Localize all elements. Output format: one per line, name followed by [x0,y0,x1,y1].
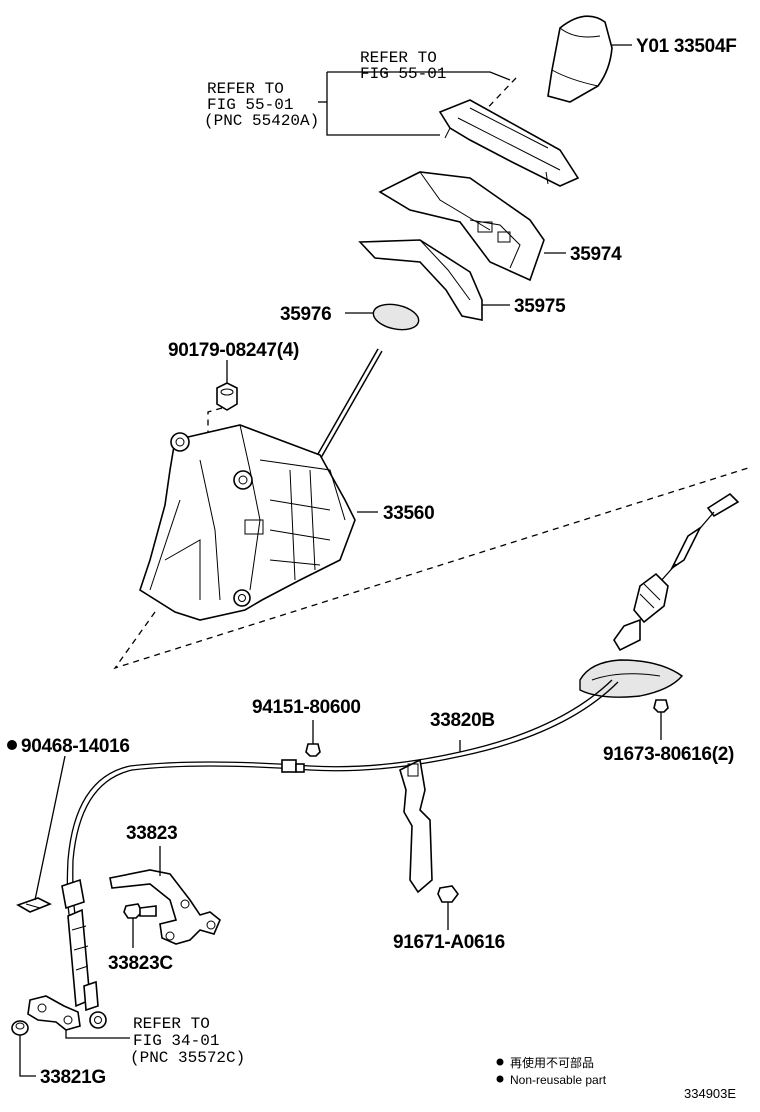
ref-a-line1: REFER TO [360,49,437,67]
label-35975: 35975 [514,296,566,317]
label-33821g: 33821G [40,1067,106,1088]
shift-lever-assembly-33560[interactable] [139,348,383,621]
diagram-code: 334903E [684,1086,736,1101]
leader-ref-c [65,1030,130,1039]
leader-90468 [34,755,66,901]
ref-c-line2: FIG 34-01 [133,1032,219,1050]
label-91673: 91673-80616(2) [603,744,734,765]
cover-35975[interactable] [358,239,483,321]
label-33560: 33560 [383,503,434,524]
bolt-91673[interactable] [653,699,669,720]
ref-b-line2: FIG 55-01 [207,96,293,114]
nut-90179[interactable] [216,382,238,411]
cable-clamp[interactable] [281,759,305,773]
label-33823c: 33823C [108,953,173,974]
label-90468: 90468-14016 [21,736,130,757]
shift-knob[interactable] [547,15,613,103]
shift-cable[interactable] [66,679,613,921]
legend-line2: Non-reusable part [510,1073,607,1087]
console-panel[interactable] [438,99,580,187]
ref-c-line3: (PNC 35572C) [130,1049,245,1067]
label-94151: 94151-80600 [252,697,361,718]
indicator-housing-35974[interactable] [378,171,545,282]
label-33820b: 33820B [430,710,495,731]
ref-c-line1: REFER TO [133,1015,210,1033]
ref-b-line1: REFER TO [207,80,284,98]
shift-cable-outer [72,681,619,921]
cable-bracket-center[interactable] [399,758,433,894]
bolt-91671[interactable] [437,885,459,912]
leader-33821g [19,1035,36,1077]
label-33823: 33823 [126,823,177,844]
non-reusable-mark [7,740,17,750]
ref-b-line3: (PNC 55420A) [204,112,319,130]
label-knob: Y01 33504F [636,36,737,57]
label-90179: 90179-08247(4) [168,340,299,361]
nut-94151[interactable] [305,743,321,757]
clip-90468[interactable] [16,897,52,913]
bracket-33823[interactable] [109,869,221,945]
leader-ref-bracket [326,72,440,136]
grommet-plate[interactable] [579,659,684,698]
bolt-33823c[interactable] [123,903,157,919]
label-35976: 35976 [280,304,331,325]
label-91671: 91671-A0616 [393,932,505,953]
legend-line1: 再使用不可部品 [510,1055,594,1070]
leader-ref-a [327,71,511,81]
label-35974: 35974 [570,244,622,265]
bracket-ref-fig34[interactable] [27,995,81,1031]
legend-bullet-1 [496,1058,504,1066]
plate-35976[interactable] [371,300,421,333]
legend-bullet-2 [496,1075,504,1083]
cable-end-upper[interactable] [613,492,740,652]
cable-end-lower[interactable] [61,878,107,1029]
ref-a-line2: FIG 55-01 [360,65,446,83]
dash-boundary [113,467,749,670]
bushing-33821g[interactable] [11,1020,29,1036]
